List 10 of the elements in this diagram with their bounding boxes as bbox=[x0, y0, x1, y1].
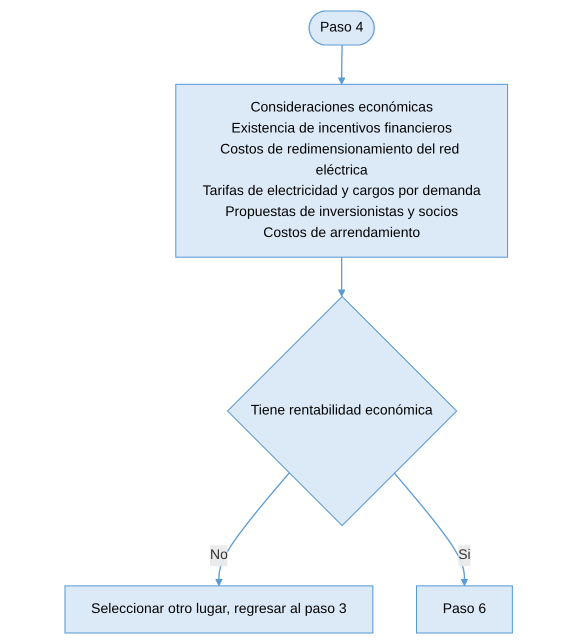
edge-label: Si bbox=[458, 548, 471, 563]
node-box: Seleccionar otro lugar, regresar al paso 3 bbox=[64, 585, 374, 634]
arrow bbox=[215, 472, 290, 586]
arrow bbox=[338, 45, 346, 85]
edge-label: No bbox=[210, 548, 228, 563]
node-diamond: Tiene rentabilidad económica bbox=[227, 296, 458, 526]
arrow bbox=[394, 472, 469, 586]
node-box: Consideraciones económicas Existencia de incentivos financieros Costos de redimensionamiento del red eléctrica Tarifas de electricidad y cargos por demanda Propuestas de inversionistas y socios Costos de arrendamiento bbox=[176, 84, 508, 258]
arrow bbox=[338, 257, 346, 297]
node-box: Paso 6 bbox=[416, 585, 514, 634]
